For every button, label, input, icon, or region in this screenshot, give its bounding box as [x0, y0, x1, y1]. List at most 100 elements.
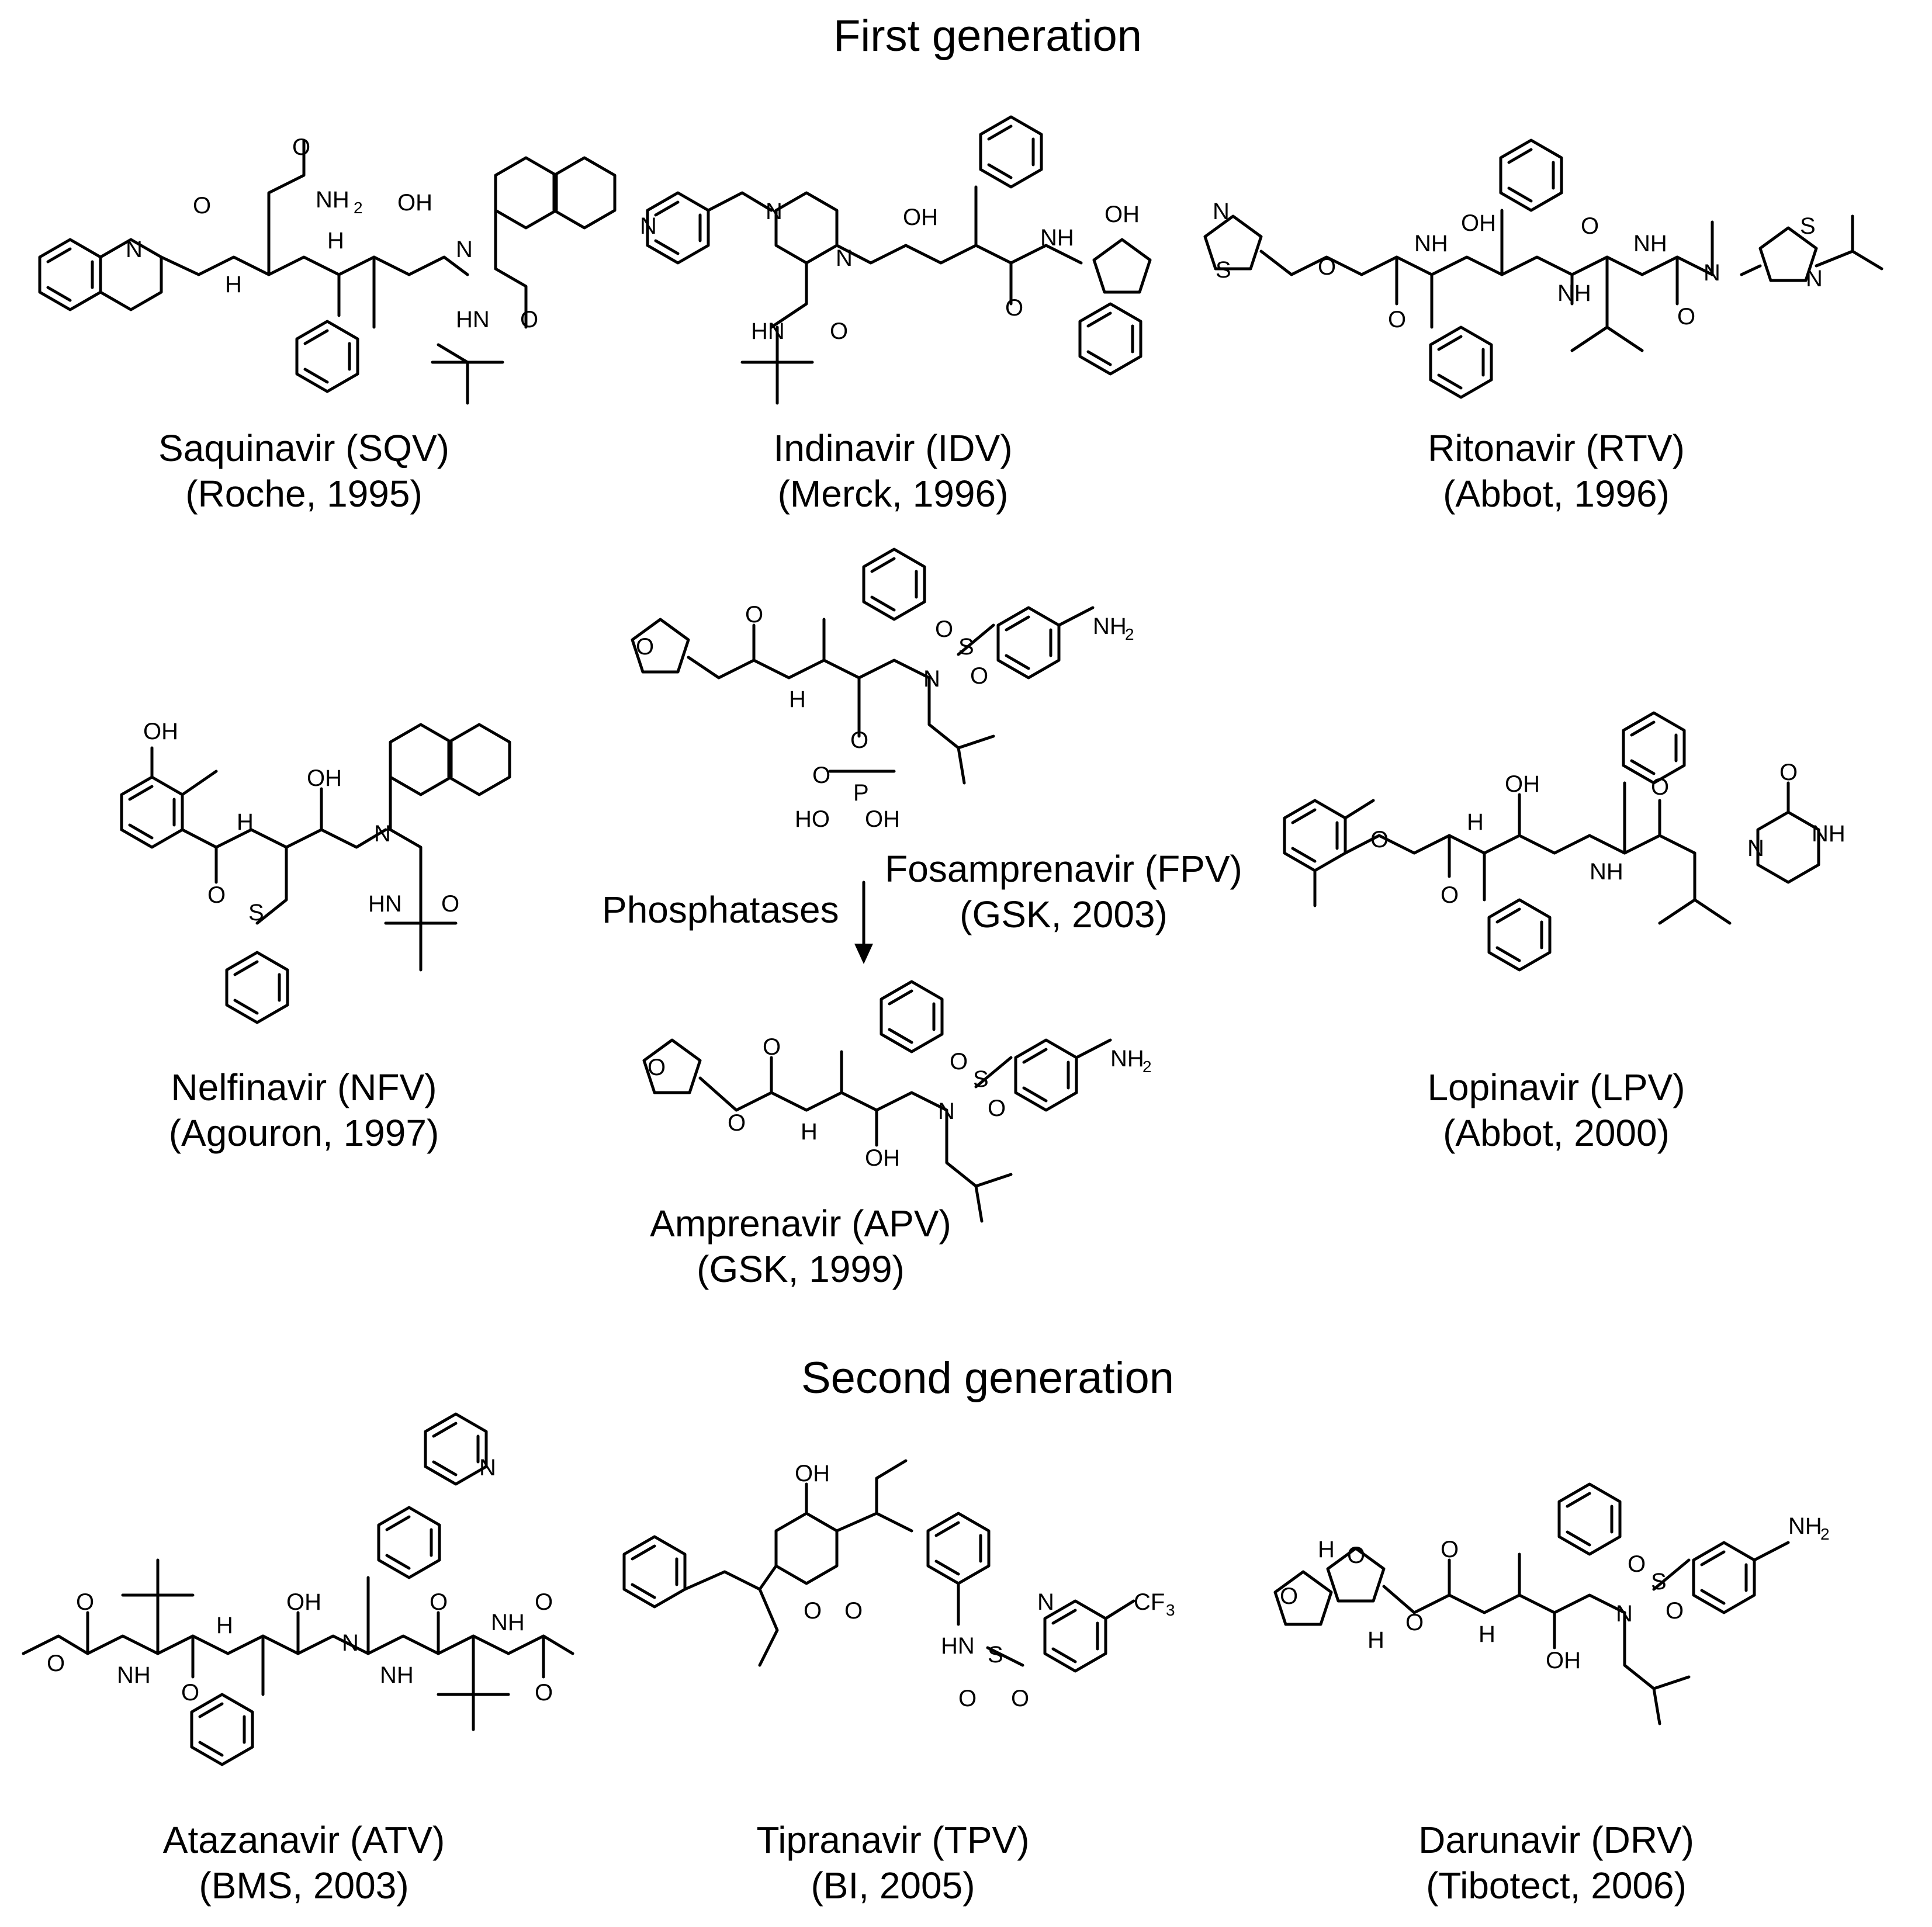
tipranavir-caption: Tipranavir (TPV) (BI, 2005) [756, 1817, 1029, 1908]
fosamprenavir-atom-o5: O [935, 616, 953, 642]
amprenavir-atom-o3: O [763, 1034, 781, 1060]
indinavir-atom-nh: NH [1040, 225, 1074, 251]
ritonavir-atom-o2: O [1388, 307, 1406, 332]
saquinavir-atom-o3: O [520, 307, 538, 332]
tipranavir-atom-o3: O [958, 1686, 977, 1711]
atazanavir-atom-o1: O [76, 1589, 94, 1615]
atazanavir-caption: Atazanavir (ATV) (BMS, 2003) [163, 1817, 445, 1908]
tipranavir-atom-oh: OH [795, 1461, 830, 1486]
fosamprenavir-atom-p: P [853, 780, 869, 806]
phosphatase-arrow [854, 881, 873, 964]
amprenavir-atom-o5: O [988, 1096, 1006, 1121]
lopinavir-atom-n: N [1747, 836, 1764, 861]
indinavir-atom-o1: O [830, 318, 848, 344]
lopinavir-atom-nh2: NH [1590, 859, 1623, 885]
atazanavir-atom-o6: O [535, 1680, 553, 1706]
nelfinavir-structure: OH H O OH S N HN O [122, 719, 510, 1023]
saquinavir-atom-n: N [126, 237, 143, 262]
indinavir-atom-n1: N [640, 213, 657, 239]
amprenavir-atom-o2: O [728, 1110, 746, 1136]
ritonavir-atom-n1: N [1213, 199, 1230, 224]
fosamprenavir-atom-ho: HO [795, 806, 830, 832]
saquinavir-atom-o1: O [193, 193, 211, 219]
ritonavir-atom-s1: S [1216, 257, 1231, 283]
nelfinavir-caption: Nelfinavir (NFV) (Agouron, 1997) [169, 1065, 439, 1156]
indinavir-atom-n2: N [766, 199, 783, 224]
lopinavir-atom-oh: OH [1505, 771, 1540, 797]
lopinavir-atom-o1: O [1370, 827, 1389, 852]
fosamprenavir-atom-nh2: NH [1093, 614, 1127, 639]
saquinavir-structure: N O H O NH 2 H OH N HN O [40, 134, 615, 405]
lopinavir-name: Lopinavir (LPV) [1427, 1066, 1685, 1108]
amprenavir-atom-o1: O [648, 1055, 666, 1080]
darunavir-atom-h1: H [1318, 1537, 1335, 1562]
lopinavir-atom-o2: O [1441, 882, 1459, 908]
amprenavir-caption: Amprenavir (APV) (GSK, 1999) [650, 1201, 951, 1292]
indinavir-atom-n3: N [836, 245, 853, 271]
atazanavir-atom-nh3: NH [380, 1662, 414, 1688]
darunavir-atom-o1: O [1280, 1583, 1298, 1609]
fosamprenavir-structure: O O H O O P HO OH N S O O NH 2 [632, 549, 1134, 832]
tipranavir-atom-cf3: CF [1134, 1589, 1165, 1615]
saquinavir-atom-n2: N [456, 237, 473, 262]
fosamprenavir-atom-h: H [789, 687, 806, 712]
atazanavir-structure: O O NH O H OH N NH O N NH O O [22, 1414, 574, 1765]
nelfinavir-atom-o2: O [441, 891, 459, 917]
fosamprenavir-atom-s: S [958, 634, 974, 660]
lopinavir-caption: Lopinavir (LPV) (Abbot, 2000) [1427, 1065, 1685, 1156]
indinavir-atom-hn: HN [751, 318, 785, 344]
atazanavir-origin: (BMS, 2003) [199, 1864, 409, 1907]
saquinavir-origin: (Roche, 1995) [185, 473, 423, 515]
tipranavir-atom-o4: O [1011, 1686, 1029, 1711]
fosamprenavir-atom-o4: O [812, 763, 830, 788]
lopinavir-atom-o3: O [1651, 774, 1669, 800]
fosamprenavir-origin: (GSK, 2003) [960, 893, 1168, 935]
nelfinavir-atom-oh: OH [143, 719, 178, 744]
fosamprenavir-caption: Fosamprenavir (FPV) (GSK, 2003) [885, 846, 1242, 937]
atazanavir-atom-o2: O [47, 1651, 65, 1676]
nelfinavir-atom-o1: O [207, 882, 226, 908]
saquinavir-atom-hn: HN [456, 307, 490, 332]
lopinavir-origin: (Abbot, 2000) [1443, 1112, 1670, 1154]
ritonavir-atom-s2: S [1800, 213, 1816, 239]
saquinavir-caption: Saquinavir (SQV) (Roche, 1995) [158, 425, 449, 517]
lopinavir-atom-nh1: H [1467, 809, 1484, 835]
atazanavir-atom-o5: O [535, 1589, 553, 1615]
ritonavir-atom-nh1: NH [1414, 231, 1448, 257]
amprenavir-atom-s: S [973, 1066, 989, 1092]
atazanavir-name: Atazanavir (ATV) [162, 1819, 445, 1861]
indinavir-atom-oh: OH [903, 205, 938, 230]
ritonavir-atom-o4: O [1677, 304, 1695, 330]
fosamprenavir-name: Fosamprenavir (FPV) [885, 848, 1242, 890]
tipranavir-atom-sub3: 3 [1166, 1601, 1175, 1619]
ritonavir-atom-n2: N [1704, 260, 1720, 286]
nelfinavir-atom-h: H [237, 809, 254, 835]
lopinavir-atom-nh3: NH [1812, 821, 1846, 847]
ritonavir-name: Ritonavir (RTV) [1428, 427, 1685, 469]
atazanavir-atom-nh2: H [216, 1613, 233, 1638]
saquinavir-atom-sub2: 2 [354, 199, 363, 217]
ritonavir-atom-nh2: NH [1557, 280, 1591, 306]
tipranavir-atom-n: N [1037, 1589, 1054, 1615]
ritonavir-structure: N S O O NH OH NH O NH O N S N [1205, 140, 1883, 397]
nelfinavir-name: Nelfinavir (NFV) [171, 1066, 437, 1108]
darunavir-structure: O O H H O O H OH N S O O NH 2 [1275, 1484, 1830, 1725]
atazanavir-atom-oh: OH [286, 1589, 321, 1615]
fosamprenavir-atom-n: N [923, 666, 940, 692]
atazanavir-atom-n2: N [479, 1455, 496, 1481]
darunavir-atom-oh: OH [1546, 1648, 1581, 1673]
amprenavir-name: Amprenavir (APV) [650, 1202, 951, 1245]
nelfinavir-atom-n: N [374, 821, 391, 847]
darunavir-name: Darunavir (DRV) [1418, 1819, 1694, 1861]
ritonavir-atom-oh: OH [1461, 210, 1496, 236]
phosphatases-label: Phosphatases [602, 889, 839, 931]
indinavir-name: Indinavir (IDV) [773, 427, 1013, 469]
tipranavir-atom-s: S [988, 1642, 1003, 1668]
amprenavir-origin: (GSK, 1999) [697, 1248, 905, 1290]
ritonavir-atom-o3: O [1581, 213, 1599, 239]
amprenavir-atom-h: H [801, 1119, 818, 1145]
tipranavir-atom-hn: HN [941, 1633, 975, 1659]
nelfinavir-atom-hn: HN [368, 891, 402, 917]
fosamprenavir-atom-o6: O [970, 663, 988, 689]
